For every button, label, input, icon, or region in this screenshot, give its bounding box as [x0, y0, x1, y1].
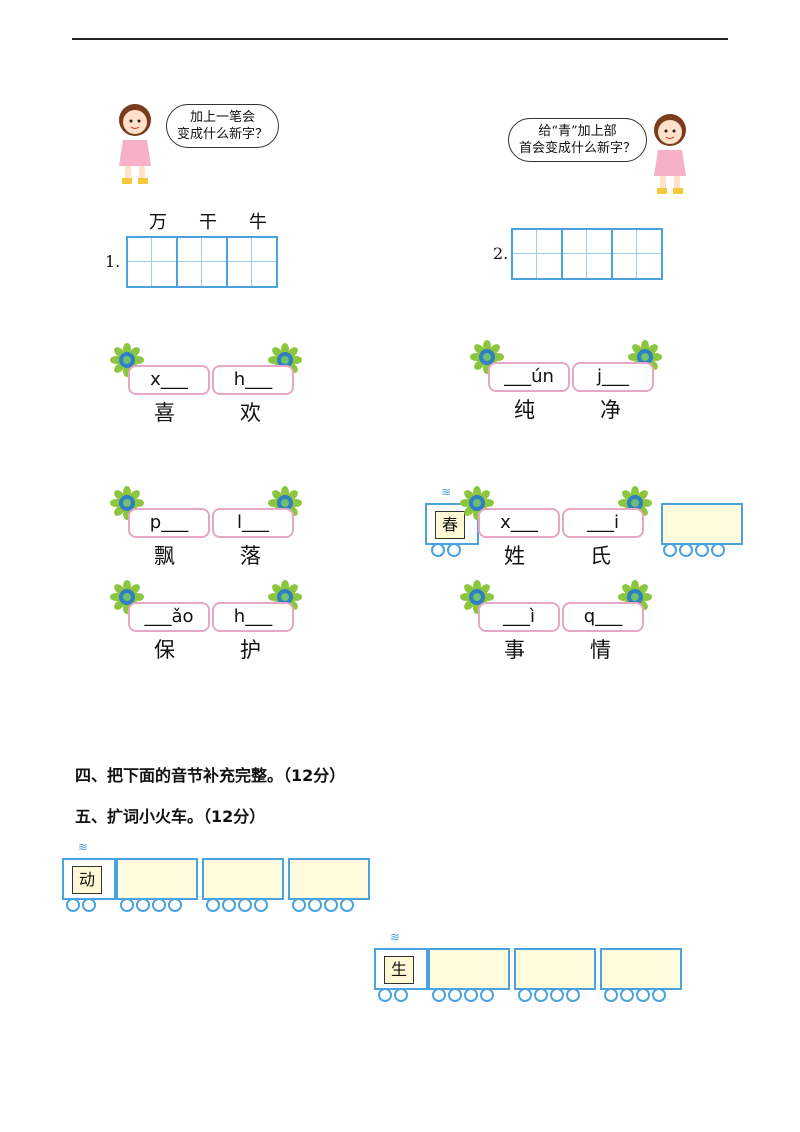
- wheels: [604, 988, 666, 1002]
- wheels: [206, 898, 268, 912]
- flower-icon: [110, 343, 144, 377]
- train-locomotive: 春: [425, 503, 479, 545]
- grid-cell[interactable]: [563, 230, 613, 278]
- pinyin-input[interactable]: j___: [572, 362, 654, 392]
- grid-1-labels: 万干牛: [133, 208, 283, 234]
- wheels: [432, 988, 494, 1002]
- train-start-char: 动: [72, 866, 102, 894]
- train-start-char: 春: [435, 511, 465, 539]
- wheels: [518, 988, 580, 1002]
- pinyin-input[interactable]: ___ún: [488, 362, 570, 392]
- grid-cell[interactable]: [228, 238, 276, 286]
- smoke-icon: ≋: [78, 840, 89, 854]
- top-rule: [72, 38, 728, 40]
- wheels: [292, 898, 354, 912]
- pinyin-word-item: x___h___ 喜 欢: [110, 343, 310, 443]
- wheels: [120, 898, 182, 912]
- wheels: [663, 543, 725, 557]
- grid-cell[interactable]: [178, 238, 228, 286]
- flower-icon: [110, 580, 144, 614]
- train-car[interactable]: [661, 503, 743, 545]
- grid-cell[interactable]: [613, 230, 661, 278]
- partial-train: ≋ 春: [425, 485, 743, 557]
- train-car[interactable]: [202, 858, 284, 900]
- grid-cell[interactable]: [128, 238, 178, 286]
- pinyin-input[interactable]: x___: [128, 365, 210, 395]
- section-5-heading: 五、扩词小火车。（12分）: [75, 807, 266, 826]
- pinyin-input[interactable]: h___: [212, 365, 294, 395]
- grid-cell[interactable]: [513, 230, 563, 278]
- pinyin-input[interactable]: l___: [212, 508, 294, 538]
- train-car[interactable]: [288, 858, 370, 900]
- hanzi-char: 净: [600, 398, 621, 422]
- hanzi-char: 欢: [240, 401, 261, 425]
- pinyin-input[interactable]: h___: [212, 602, 294, 632]
- word-train: ≋动: [62, 840, 372, 912]
- train-start-char: 生: [384, 956, 414, 984]
- pinyin-word-item: p___l___ 飘 落: [110, 486, 310, 586]
- writing-grid-2[interactable]: [511, 228, 663, 280]
- train-car[interactable]: [514, 948, 596, 990]
- pinyin-input[interactable]: q___: [562, 602, 644, 632]
- hanzi-char: 纯: [514, 398, 535, 422]
- grid-1-char: 牛: [249, 212, 267, 233]
- writing-grid-1[interactable]: [126, 236, 278, 288]
- pinyin-input[interactable]: ___ì: [478, 602, 560, 632]
- word-train: ≋生: [374, 930, 684, 1002]
- train-car[interactable]: [600, 948, 682, 990]
- grid-1-char: 万: [149, 212, 167, 233]
- train-car[interactable]: [116, 858, 198, 900]
- hanzi-char: 情: [590, 638, 611, 662]
- grid-2-number: 2.: [493, 244, 509, 263]
- pinyin-input[interactable]: x___: [478, 508, 560, 538]
- grid-1-number: 1.: [105, 252, 121, 271]
- girl-illustration: [119, 104, 151, 184]
- section-4-heading: 四、把下面的音节补充完整。（12分）: [75, 766, 346, 785]
- hanzi-char: 保: [154, 638, 175, 662]
- girl-illustration: [654, 114, 686, 194]
- smoke-icon: ≋: [390, 930, 401, 944]
- flower-icon: [268, 580, 302, 614]
- grid-1-char: 干: [199, 212, 217, 233]
- hanzi-char: 氏: [590, 544, 611, 568]
- pinyin-input[interactable]: ___ǎo: [128, 602, 210, 632]
- hanzi-char: 喜: [154, 401, 175, 425]
- speech-bubble-1: 加上一笔会 变成什么新字？: [166, 104, 280, 148]
- wheels: [431, 543, 461, 557]
- pinyin-input[interactable]: ___i: [562, 508, 644, 538]
- pinyin-input[interactable]: p___: [128, 508, 210, 538]
- smoke-icon: ≋: [441, 485, 452, 499]
- hanzi-char: 姓: [504, 544, 525, 568]
- wheels: [66, 898, 96, 912]
- hanzi-char: 事: [504, 638, 525, 662]
- hanzi-char: 护: [240, 638, 261, 662]
- train-locomotive: 动: [62, 858, 116, 900]
- train-locomotive: 生: [374, 948, 428, 990]
- hanzi-char: 飘: [154, 544, 175, 568]
- wheels: [378, 988, 408, 1002]
- pinyin-word-item: x______i 姓 氏: [460, 486, 660, 586]
- train-car[interactable]: [428, 948, 510, 990]
- hanzi-char: 落: [240, 544, 261, 568]
- speech-bubble-2: 给“青”加上部 首会变成什么新字？: [508, 118, 648, 162]
